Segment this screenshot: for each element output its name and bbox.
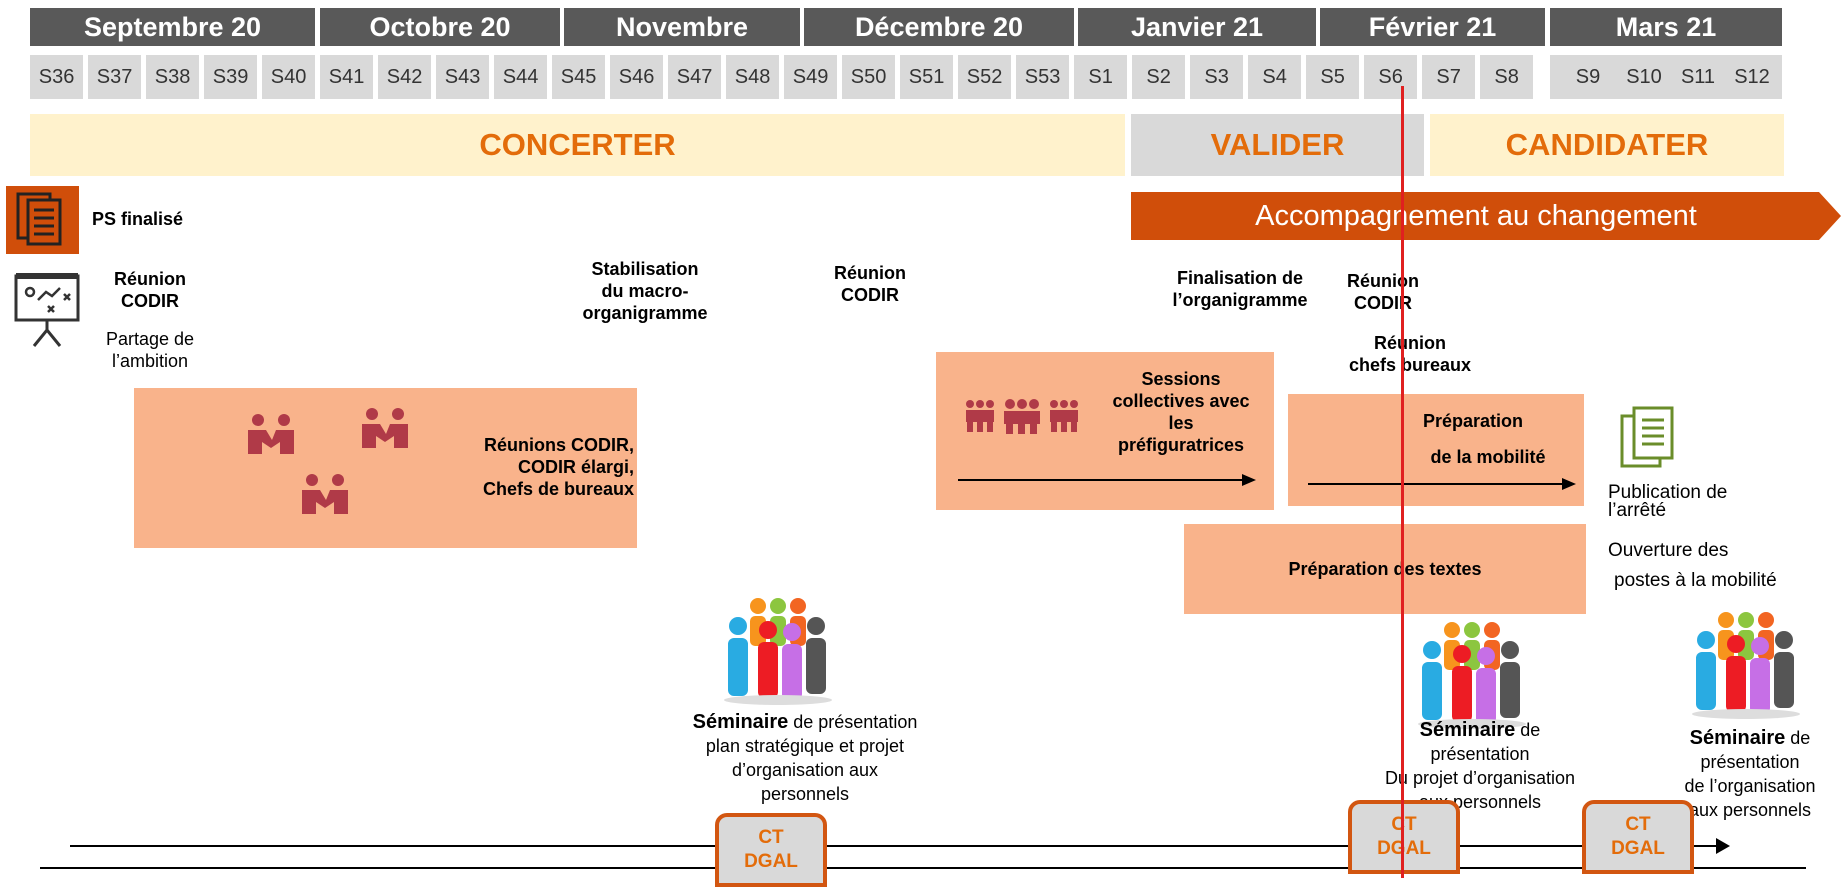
week-cell: S8 (1480, 55, 1534, 99)
week-cell: S6 (1364, 55, 1418, 99)
handshake-icon (248, 414, 294, 454)
month-header: Janvier 21 (1078, 8, 1316, 46)
week-cell: S42 (378, 55, 432, 99)
handshake-icon (362, 408, 408, 448)
strategy-board-icon (14, 273, 80, 347)
group-icon (966, 399, 1078, 434)
week-cell: S43 (436, 55, 490, 99)
preparation-textes-box: Préparation des textes (1184, 524, 1586, 614)
week-cell: S12 (1726, 55, 1778, 99)
seminaire-label: Séminaire de présentation plan stratégiq… (692, 711, 918, 804)
week-cell: S36 (30, 55, 84, 99)
arrow (958, 474, 1256, 486)
week-cell: S40 (262, 55, 316, 99)
reunions-box: Réunions CODIR,CODIR élargi,Chefs de bur… (134, 388, 637, 548)
week-cell: S39 (204, 55, 258, 99)
week-cell: S49 (784, 55, 838, 99)
week-cell: S41 (320, 55, 374, 99)
preparation-mobilite-box: Préparation de la mobilité (1288, 394, 1584, 506)
current-date-line (1401, 86, 1404, 878)
week-cell: S50 (842, 55, 896, 99)
week-cell: S11 (1672, 55, 1724, 99)
month-header: Mars 21 (1550, 8, 1782, 46)
week-cell: S44 (494, 55, 548, 99)
people-group-icon (724, 598, 832, 705)
month-header: Février 21 (1320, 8, 1545, 46)
week-cell: S52 (958, 55, 1012, 99)
phase-valider: VALIDER (1131, 114, 1424, 176)
week-cell: S37 (88, 55, 142, 99)
week-cell: S3 (1190, 55, 1244, 99)
month-header: Septembre 20 (30, 8, 315, 46)
banner-label: Accompagnement au changement (1255, 199, 1697, 232)
month-header: Décembre 20 (804, 8, 1074, 46)
arrow (1308, 478, 1576, 490)
people-group-icon (1418, 622, 1526, 729)
phase-candidater: CANDIDATER (1430, 114, 1784, 176)
ps-label: PS finalisé (92, 209, 184, 229)
week-cell: S4 (1248, 55, 1302, 99)
phase-concerter: CONCERTER (30, 114, 1125, 176)
week-cell: S51 (900, 55, 954, 99)
week-cell: S5 (1306, 55, 1360, 99)
week-cell: S47 (668, 55, 722, 99)
week-cell: S46 (610, 55, 664, 99)
week-cell: S2 (1132, 55, 1186, 99)
month-header: Novembre (564, 8, 800, 46)
accompagnement-banner (1131, 192, 1841, 240)
week-cell: S53 (1016, 55, 1070, 99)
month-header: Octobre 20 (320, 8, 560, 46)
handshake-icon (302, 474, 348, 514)
people-group-icon (1692, 612, 1800, 719)
week-cell: S1 (1074, 55, 1128, 99)
document-icon (1620, 406, 1674, 468)
week-cell: S9 (1562, 55, 1614, 99)
document-icon (6, 186, 79, 254)
week-cell: S48 (726, 55, 780, 99)
week-cell: S7 (1422, 55, 1476, 99)
week-cell: S45 (552, 55, 606, 99)
week-cell: S10 (1618, 55, 1670, 99)
week-cell: S38 (146, 55, 200, 99)
